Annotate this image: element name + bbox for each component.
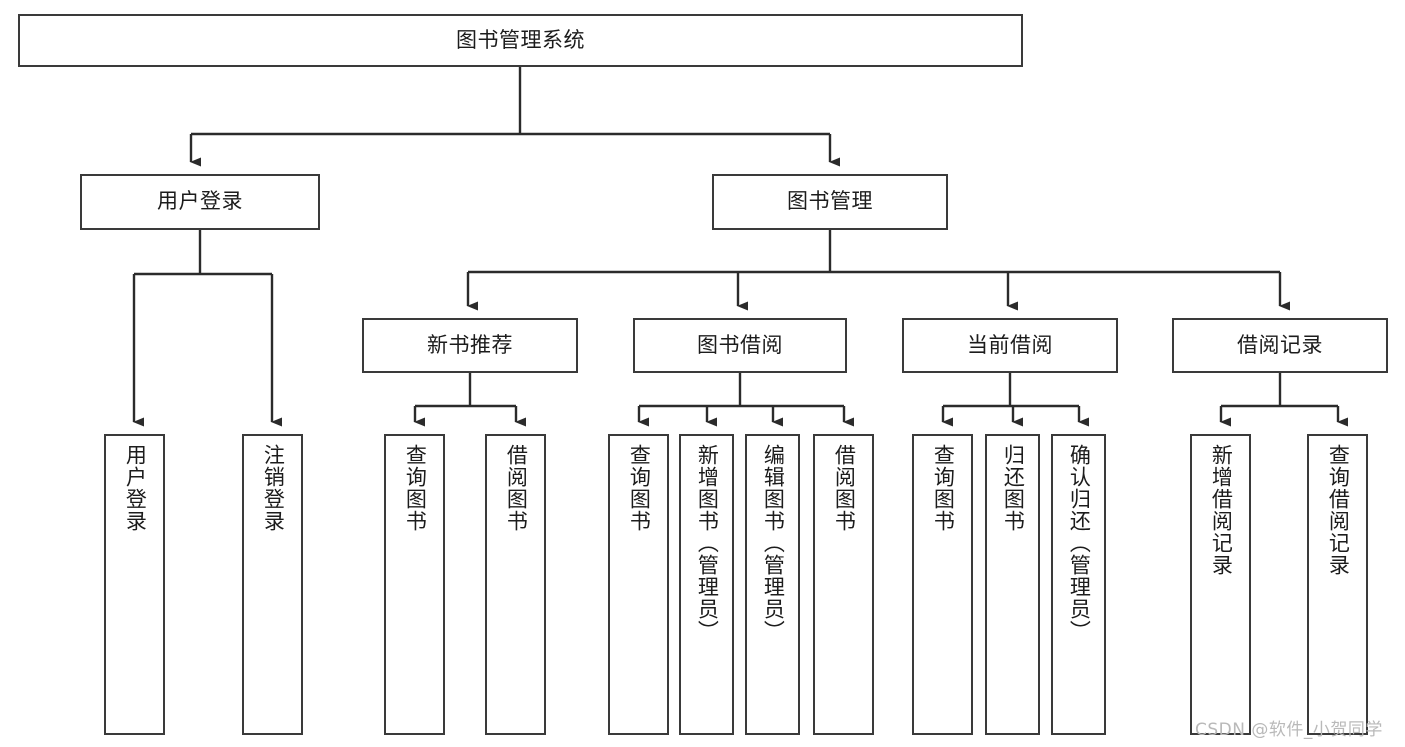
node-new-book-recommend[interactable]: 新书推荐 — [362, 318, 578, 373]
node-new-book-recommend-label: 新书推荐 — [427, 332, 513, 357]
csdn-watermark: CSDN @软件_小贺同学 — [1195, 720, 1383, 740]
node-leaf-borrow-book-1-label: 借阅图书 — [504, 444, 529, 532]
node-leaf-query-book-3[interactable]: 查询图书 — [912, 434, 973, 735]
node-current-borrow[interactable]: 当前借阅 — [902, 318, 1118, 373]
node-user-login-label: 用户登录 — [157, 189, 243, 214]
node-leaf-confirm-return[interactable]: 确认归还（管理员） — [1051, 434, 1106, 735]
node-leaf-query-book-3-label: 查询图书 — [931, 444, 956, 532]
node-leaf-add-record-label: 新增借阅记录 — [1209, 444, 1234, 576]
node-book-borrow-label: 图书借阅 — [697, 332, 783, 357]
node-leaf-add-book-label: 新增图书（管理员） — [695, 444, 720, 642]
node-leaf-query-book-2[interactable]: 查询图书 — [608, 434, 669, 735]
node-leaf-query-record[interactable]: 查询借阅记录 — [1307, 434, 1368, 735]
node-book-borrow[interactable]: 图书借阅 — [633, 318, 847, 373]
node-leaf-confirm-return-label: 确认归还（管理员） — [1067, 444, 1092, 642]
node-root[interactable]: 图书管理系统 — [18, 14, 1023, 67]
node-leaf-query-book-2-label: 查询图书 — [627, 444, 652, 532]
node-leaf-user-login-label: 用户登录 — [123, 444, 148, 532]
node-leaf-query-book-1[interactable]: 查询图书 — [384, 434, 445, 735]
node-leaf-return-book[interactable]: 归还图书 — [985, 434, 1040, 735]
node-user-login[interactable]: 用户登录 — [80, 174, 320, 230]
node-leaf-borrow-book-2-label: 借阅图书 — [832, 444, 857, 532]
node-borrow-record-label: 借阅记录 — [1237, 332, 1323, 357]
node-leaf-edit-book[interactable]: 编辑图书（管理员） — [745, 434, 800, 735]
node-current-borrow-label: 当前借阅 — [967, 332, 1053, 357]
node-leaf-borrow-book-1[interactable]: 借阅图书 — [485, 434, 546, 735]
node-leaf-query-record-label: 查询借阅记录 — [1326, 444, 1351, 576]
node-leaf-return-book-label: 归还图书 — [1001, 444, 1026, 532]
node-root-label: 图书管理系统 — [456, 27, 585, 52]
node-book-manage-label: 图书管理 — [787, 189, 873, 214]
node-leaf-edit-book-label: 编辑图书（管理员） — [761, 444, 786, 642]
node-leaf-logout-label: 注销登录 — [261, 444, 286, 532]
node-leaf-user-login[interactable]: 用户登录 — [104, 434, 165, 735]
node-leaf-borrow-book-2[interactable]: 借阅图书 — [813, 434, 874, 735]
node-borrow-record[interactable]: 借阅记录 — [1172, 318, 1388, 373]
node-leaf-query-book-1-label: 查询图书 — [403, 444, 428, 532]
node-leaf-add-book[interactable]: 新增图书（管理员） — [679, 434, 734, 735]
node-leaf-logout[interactable]: 注销登录 — [242, 434, 303, 735]
node-leaf-add-record[interactable]: 新增借阅记录 — [1190, 434, 1251, 735]
node-book-manage[interactable]: 图书管理 — [712, 174, 948, 230]
